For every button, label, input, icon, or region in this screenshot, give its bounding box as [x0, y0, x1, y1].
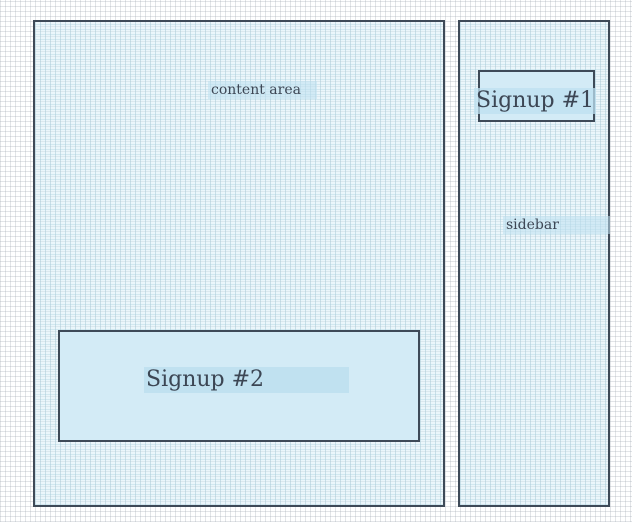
signup-1-label: Signup #1: [474, 88, 597, 114]
signup-2-label: Signup #2: [144, 367, 349, 393]
content-area-label: content area: [208, 81, 317, 99]
sidebar-label: sidebar: [503, 216, 610, 234]
